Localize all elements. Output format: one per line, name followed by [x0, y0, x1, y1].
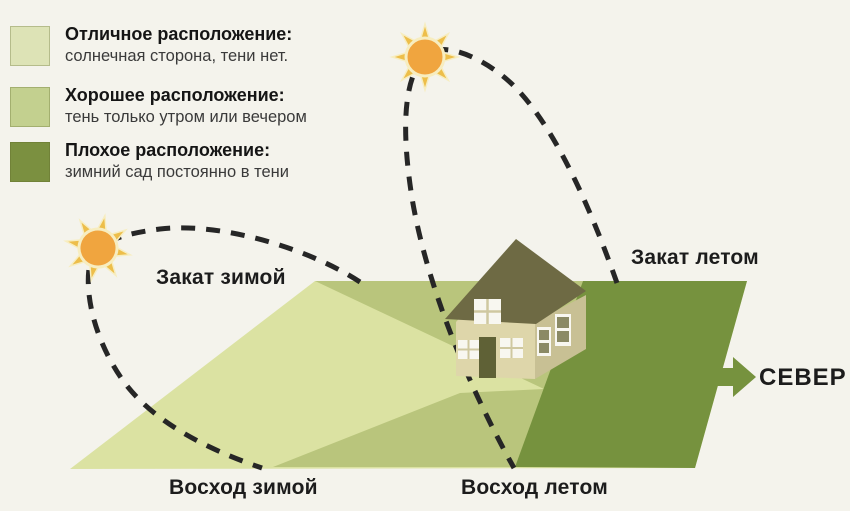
legend-row-bad: Плохое расположение: зимний сад постоянн… [10, 140, 289, 183]
side-window-far-pane-bottom [557, 331, 569, 342]
legend-desc-good: тень только утром или вечером [65, 108, 307, 126]
summer-sun-icon [389, 21, 461, 93]
legend-text-good: Хорошее расположение: тень только утром … [65, 85, 307, 128]
legend-swatch-bad [10, 142, 50, 182]
summer-sun-disc [404, 36, 446, 78]
label-summer-sunrise: Восход летом [461, 476, 608, 499]
legend-text-bad: Плохое расположение: зимний сад постоянн… [65, 140, 289, 183]
legend-text-excellent: Отличное расположение: солнечная сторона… [65, 24, 292, 67]
legend-swatch-excellent [10, 26, 50, 66]
side-window-near [537, 327, 551, 356]
winter-sun-disc [77, 227, 119, 269]
label-winter-sunrise: Восход зимой [169, 476, 318, 499]
label-north: СЕВЕР [759, 364, 847, 391]
side-window-far-pane-top [557, 317, 569, 328]
north-arrow-icon [705, 357, 756, 397]
side-window-near-pane-top [539, 330, 549, 340]
legend-swatch-good [10, 87, 50, 127]
gable-window [474, 299, 501, 324]
label-summer-sunset: Закат летом [631, 246, 759, 269]
front-right-window [500, 338, 523, 358]
legend-title-bad: Плохое расположение: [65, 140, 271, 160]
side-window-near-pane-bottom [539, 343, 549, 353]
house [445, 239, 586, 379]
legend-title-excellent: Отличное расположение: [65, 24, 293, 44]
label-winter-sunset: Закат зимой [156, 266, 286, 289]
legend-desc-bad: зимний сад постоянно в тени [65, 163, 289, 181]
winter-sun-icon [63, 213, 133, 283]
legend-title-good: Хорошее расположение: [65, 85, 285, 105]
legend-desc-excellent: солнечная сторона, тени нет. [65, 47, 289, 65]
legend-row-excellent: Отличное расположение: солнечная сторона… [10, 24, 292, 67]
front-left-window [458, 340, 479, 359]
legend-row-good: Хорошее расположение: тень только утром … [10, 85, 307, 128]
house-door [479, 337, 496, 378]
side-window-far [555, 314, 571, 346]
ground-good-area-bottom [273, 389, 544, 467]
